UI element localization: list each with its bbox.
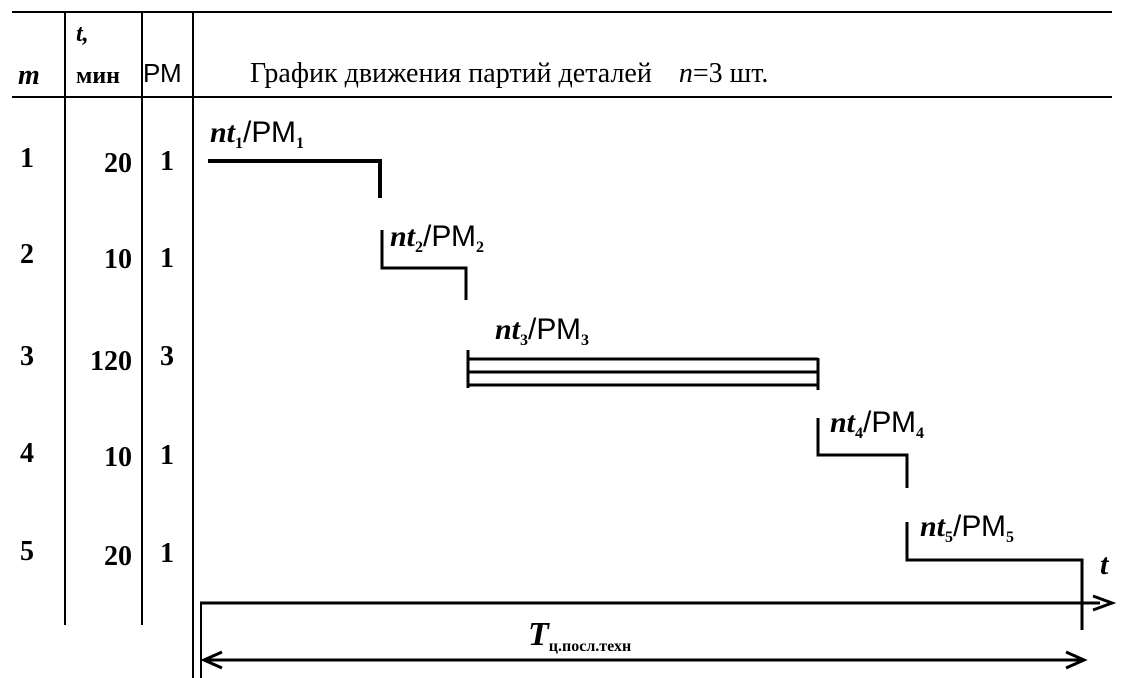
row1-pm: 1 [160,146,174,177]
batch-size-value: =3 шт. [692,58,769,89]
row4-m: 4 [20,438,34,469]
cycle-arrow-right-head [1065,650,1088,670]
row2-t: 10 [104,244,132,275]
row5-pm: 1 [160,538,174,569]
cycle-time-symbol: T [528,616,549,653]
header-t-unit: мин [76,63,121,89]
row4-t: 10 [104,442,132,473]
cycle-time-subscript: ц.посл.техн [548,638,632,655]
batch-size-var: n [678,58,693,89]
row3-t: 120 [90,346,132,377]
row2-m: 2 [20,239,34,270]
row5-t: 20 [104,541,132,572]
header-t-symbol: t, [76,21,89,47]
op1-label: nt1/РМ1 [210,116,305,152]
time-axis-label: t [1100,548,1109,581]
op4-bar [816,418,909,488]
row3-m: 3 [20,341,34,372]
row5-m: 5 [20,536,34,567]
cycle-arrow-left-head [200,650,223,670]
op4-label: nt4/РМ4 [830,406,925,442]
header-pm: РМ [143,58,182,88]
row3-pm: 3 [160,341,174,372]
row1-t: 20 [104,148,132,179]
row1-m: 1 [20,143,34,174]
header-m: m [18,60,40,91]
op2-bar [380,230,468,300]
chart-title-text: График движения партий деталей [250,58,652,89]
op5-label: nt5/РМ5 [920,510,1015,546]
op3-label: nt3/РМ3 [495,313,590,349]
time-axis-arrowhead [1092,594,1117,612]
op1-bar [208,159,382,198]
chart-title: График движения партий деталей n=3 шт. [250,60,768,88]
cycle-time-label: Tц.посл.техн [528,616,632,655]
row2-pm: 1 [160,243,174,274]
row4-pm: 1 [160,440,174,471]
op5-bar [905,522,1084,630]
op2-label: nt2/РМ2 [390,220,485,256]
